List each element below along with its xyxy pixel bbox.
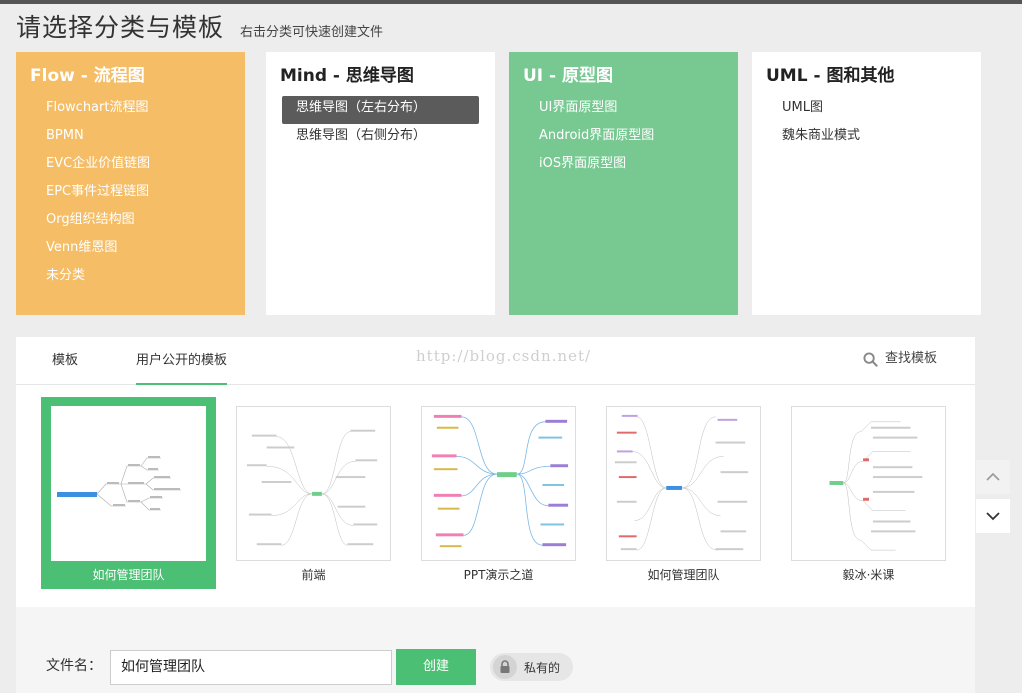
category-list-flow: Flowchart流程图 BPMN EVC企业价值链图 EPC事件过程链图 Or… [16,96,245,292]
category-title-uml[interactable]: UML - 图和其他 [766,66,895,86]
templates-panel: 模板 用户公开的模板 http://blog.csdn.net/ 查找模板 [16,337,975,607]
category-item-bpmn[interactable]: BPMN [46,128,84,143]
category-item-uml[interactable]: UML图 [782,100,823,115]
category-list-mind: 思维导图（左右分布） 思维导图（右侧分布） [266,96,495,152]
search-templates[interactable]: 查找模板 [863,337,937,381]
category-item-mind-lr[interactable]: 思维导图（左右分布） [282,96,479,124]
template-thumb-4[interactable]: 如何管理团队 [596,397,771,589]
template-caption-4: 如何管理团队 [647,568,720,582]
category-card-flow[interactable]: Flow - 流程图 Flowchart流程图 BPMN EVC企业价值链图 E… [16,52,245,315]
filename-label: 文件名： [46,658,102,674]
category-item-venn[interactable]: Venn维恩图 [46,240,118,255]
category-title-flow[interactable]: Flow - 流程图 [30,66,145,86]
category-title-mind[interactable]: Mind - 思维导图 [280,66,414,86]
private-toggle[interactable]: 私有的 [490,653,573,681]
tab-public-templates[interactable]: 用户公开的模板 [136,337,228,385]
search-label: 查找模板 [884,351,937,366]
private-label: 私有的 [524,660,561,675]
template-caption-2: 前端 [301,568,326,582]
category-card-ui[interactable]: UI - 原型图 UI界面原型图 Android界面原型图 iOS界面原型图 [509,52,738,315]
chevron-up-icon [986,472,1000,481]
page-title: 请选择分类与模板 [16,13,225,42]
lock-icon [493,655,517,679]
template-thumb-5[interactable]: 毅冰·米课 [781,397,956,589]
template-caption-5: 毅冰·米课 [842,568,895,582]
category-item-uncategorized[interactable]: 未分类 [46,268,86,283]
template-preview-5 [791,406,946,561]
template-preview-4 [606,406,761,561]
template-thumb-1[interactable]: 如何管理团队 [41,397,216,589]
page-subtitle: 右击分类可快速创建文件 [240,25,384,40]
category-title-ui[interactable]: UI - 原型图 [523,66,614,86]
category-item-mind-right[interactable]: 思维导图（右侧分布） [296,128,427,143]
tab-templates[interactable]: 模板 [52,353,79,368]
category-list-ui: UI界面原型图 Android界面原型图 iOS界面原型图 [509,96,738,180]
template-preview-1 [51,406,206,561]
category-card-uml[interactable]: UML - 图和其他 UML图 魏朱商业模式 [752,52,981,315]
category-item-ui-prototype[interactable]: UI界面原型图 [539,100,618,115]
magnifier-icon [863,351,878,367]
category-item-business-model[interactable]: 魏朱商业模式 [782,128,861,143]
scroll-down-button[interactable] [976,499,1010,533]
chevron-down-icon [986,512,1000,521]
watermark-text: http://blog.csdn.net/ [416,347,592,365]
footer-bar: 文件名： 如何管理团队 创建 私有的 [16,607,975,693]
category-card-mind[interactable]: Mind - 思维导图 思维导图（左右分布） 思维导图（右侧分布） [266,52,495,315]
category-item-org[interactable]: Org组织结构图 [46,212,135,227]
category-item-flowchart[interactable]: Flowchart流程图 [46,100,149,115]
category-item-android[interactable]: Android界面原型图 [539,128,655,143]
category-item-epc[interactable]: EPC事件过程链图 [46,184,150,199]
category-item-ios[interactable]: iOS界面原型图 [539,156,627,171]
scroll-up-button[interactable] [976,460,1010,494]
template-caption-1: 如何管理团队 [92,568,165,582]
template-caption-3: PPT演示之道 [463,568,534,582]
top-bar [0,0,1022,4]
template-thumb-3[interactable]: PPT演示之道 [411,397,586,589]
template-tabs: 模板 用户公开的模板 http://blog.csdn.net/ 查找模板 [16,337,975,385]
create-button[interactable]: 创建 [396,649,476,685]
page-header: 请选择分类与模板 右击分类可快速创建文件 [16,8,383,44]
filename-input[interactable]: 如何管理团队 [110,650,392,685]
category-list-uml: UML图 魏朱商业模式 [752,96,981,152]
template-preview-2 [236,406,391,561]
category-item-evc[interactable]: EVC企业价值链图 [46,156,151,171]
template-thumb-2[interactable]: 前端 [226,397,401,589]
template-preview-3 [421,406,576,561]
